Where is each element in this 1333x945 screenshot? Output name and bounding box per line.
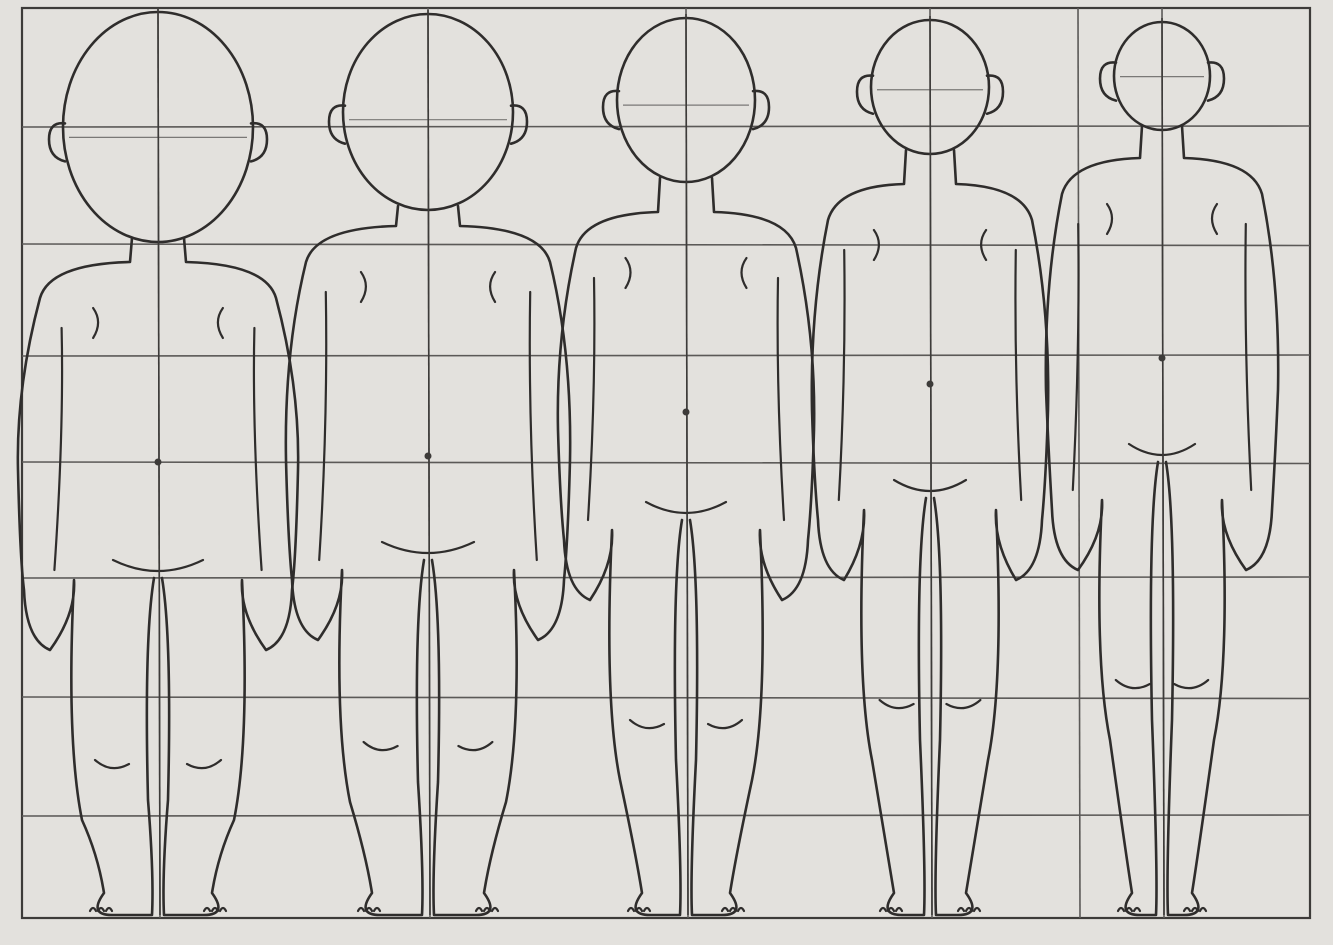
knee-mark-right: [187, 760, 221, 768]
toe-mark: [1118, 908, 1124, 911]
grid-line-horizontal: [22, 244, 1310, 246]
toe-mark: [636, 908, 642, 911]
grid-line-horizontal: [22, 697, 1310, 699]
body-outline-left: [1046, 126, 1158, 915]
toe-mark: [896, 908, 902, 911]
toe-mark: [966, 908, 972, 911]
toe-mark: [1192, 908, 1198, 911]
navel-dot: [1159, 355, 1166, 362]
toe-mark: [366, 908, 372, 911]
figure-5: [1046, 18, 1278, 915]
navel-dot: [155, 459, 162, 466]
navel-dot: [425, 453, 432, 460]
knee-mark-left: [364, 742, 398, 750]
figure-4: [812, 16, 1048, 915]
body-outline-right: [1166, 126, 1278, 915]
body-outline-left: [286, 206, 424, 915]
grid-line-horizontal: [22, 355, 1310, 356]
toe-mark: [476, 908, 482, 911]
groin-line: [113, 560, 203, 571]
figure-3: [558, 14, 814, 915]
body-outline-left: [558, 178, 682, 915]
navel-dot: [683, 409, 690, 416]
grid-line-horizontal: [22, 815, 1310, 816]
groin-line: [1129, 444, 1195, 455]
body-outline-left: [812, 150, 926, 915]
body-outline-left: [18, 238, 154, 915]
knee-mark-right: [708, 720, 742, 728]
body-outline-right: [432, 206, 570, 915]
toe-mark: [492, 908, 498, 911]
toe-mark: [1134, 908, 1140, 911]
grid-line-horizontal: [22, 462, 1310, 464]
knee-mark-left: [630, 720, 664, 728]
groin-line: [894, 480, 966, 491]
center-axis-line: [428, 10, 430, 915]
chest-mark-left: [361, 272, 366, 302]
grid-line-horizontal: [22, 577, 1310, 578]
groin-line: [646, 502, 726, 513]
inner-arm-right: [778, 278, 784, 520]
chest-mark-left: [626, 258, 631, 288]
inner-arm-right: [1245, 224, 1251, 490]
chest-mark-left: [1107, 204, 1112, 234]
toe-mark: [106, 908, 112, 911]
inner-arm-left: [588, 278, 594, 520]
navel-dot: [927, 381, 934, 388]
toe-mark: [880, 908, 886, 911]
chest-mark-right: [742, 258, 747, 288]
toe-mark: [958, 908, 964, 911]
knee-mark-left: [880, 700, 914, 708]
toe-mark: [738, 908, 744, 911]
chest-mark-right: [1212, 204, 1217, 234]
toe-mark: [204, 908, 210, 911]
toe-mark: [98, 908, 104, 911]
inner-arm-left: [319, 292, 326, 560]
knee-mark-right: [1174, 680, 1208, 688]
knee-mark-right: [946, 700, 980, 708]
toe-mark: [628, 908, 634, 911]
toe-mark: [974, 908, 980, 911]
grid-line-vertical: [1078, 8, 1080, 918]
toe-mark: [644, 908, 650, 911]
center-axis-line: [686, 14, 688, 915]
center-axis-line: [1162, 18, 1164, 915]
center-axis-line: [930, 16, 932, 915]
toe-mark: [888, 908, 894, 911]
inner-arm-left: [1073, 224, 1079, 490]
toe-mark: [722, 908, 728, 911]
inner-arm-right: [254, 328, 262, 570]
toe-mark: [358, 908, 364, 911]
knee-mark-left: [1116, 680, 1150, 688]
toe-mark: [1184, 908, 1190, 911]
body-outline-right: [934, 150, 1048, 915]
grid-line-horizontal: [22, 126, 1310, 127]
toe-mark: [1200, 908, 1206, 911]
knee-mark-left: [95, 760, 129, 768]
figure-1: [18, 8, 298, 915]
toe-mark: [1126, 908, 1132, 911]
toe-mark: [212, 908, 218, 911]
body-outline-right: [690, 178, 814, 915]
groin-line: [382, 542, 474, 553]
toe-mark: [730, 908, 736, 911]
knee-mark-right: [458, 742, 492, 750]
toe-mark: [484, 908, 490, 911]
inner-arm-right: [530, 292, 537, 560]
toe-mark: [220, 908, 226, 911]
chest-mark-right: [490, 272, 495, 302]
body-outline-right: [162, 238, 298, 915]
chest-mark-left: [93, 308, 98, 338]
inner-arm-left: [54, 328, 62, 570]
chest-mark-right: [218, 308, 223, 338]
toe-mark: [374, 908, 380, 911]
toe-mark: [90, 908, 96, 911]
